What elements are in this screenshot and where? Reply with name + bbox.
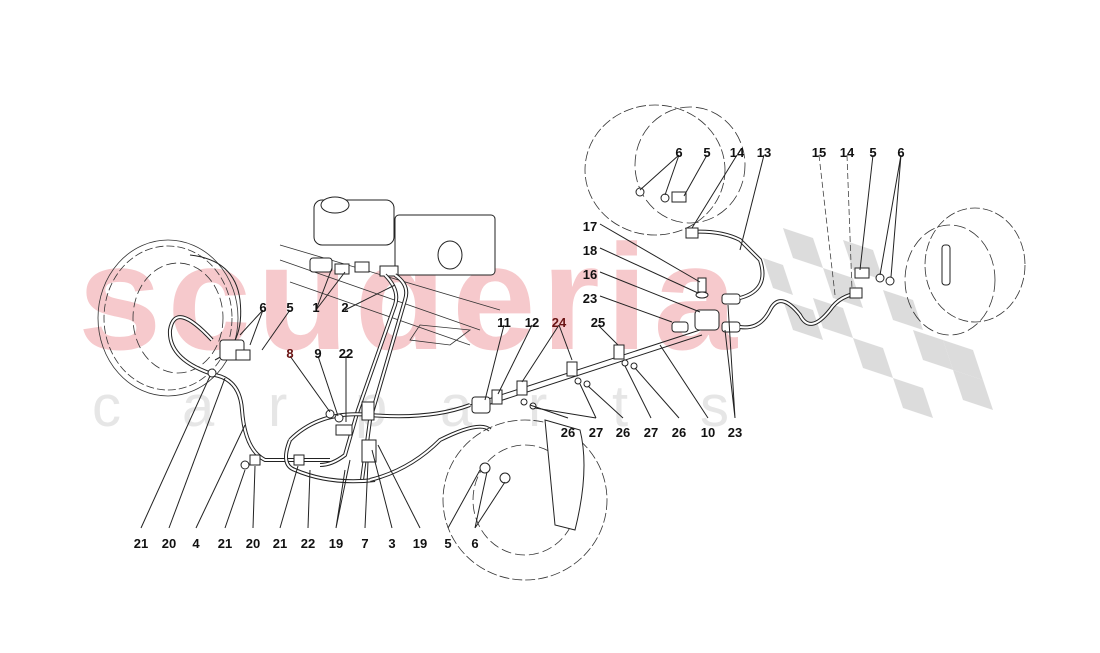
- part-callout-20[interactable]: 20: [161, 536, 177, 551]
- rear-brake-line: [369, 329, 703, 482]
- front-left-brake-disc: [97, 239, 245, 397]
- leader-lines: [140, 154, 902, 529]
- part-callout-22[interactable]: 22: [338, 346, 354, 361]
- part-callout-14[interactable]: 14: [729, 145, 745, 160]
- watermark-letter: t: [612, 374, 629, 439]
- part-callout-5[interactable]: 5: [444, 536, 452, 551]
- part-callout-7[interactable]: 7: [361, 536, 369, 551]
- part-callout-20[interactable]: 20: [245, 536, 261, 551]
- part-callout-19[interactable]: 19: [412, 536, 428, 551]
- watermark-letter: r: [268, 374, 288, 439]
- part-callout-6[interactable]: 6: [675, 145, 683, 160]
- part-callout-2[interactable]: 2: [341, 300, 349, 315]
- part-callout-8[interactable]: 8: [286, 346, 294, 361]
- part-callout-5[interactable]: 5: [869, 145, 877, 160]
- part-callout-23[interactable]: 23: [727, 425, 743, 440]
- part-callout-13[interactable]: 13: [756, 145, 772, 160]
- flag-squares: [763, 228, 993, 418]
- part-callout-6[interactable]: 6: [897, 145, 905, 160]
- part-callout-22[interactable]: 22: [300, 536, 316, 551]
- part-callout-3[interactable]: 3: [388, 536, 396, 551]
- part-callout-26[interactable]: 26: [671, 425, 687, 440]
- part-callout-24[interactable]: 24: [551, 315, 567, 330]
- part-callout-18[interactable]: 18: [582, 243, 598, 258]
- right-rear-brake-disc: [854, 207, 1026, 336]
- brake-distribution-block: [671, 277, 741, 333]
- watermark-letter: s: [700, 374, 729, 439]
- part-callout-15[interactable]: 15: [811, 145, 827, 160]
- part-callout-27[interactable]: 27: [643, 425, 659, 440]
- part-callout-11[interactable]: 11: [497, 315, 511, 330]
- part-callout-1[interactable]: 1: [312, 300, 320, 315]
- part-callout-5[interactable]: 5: [286, 300, 294, 315]
- part-callout-25[interactable]: 25: [590, 315, 606, 330]
- watermark-letter: r: [528, 374, 548, 439]
- part-callout-12[interactable]: 12: [524, 315, 540, 330]
- part-callout-21[interactable]: 21: [217, 536, 233, 551]
- part-callout-4[interactable]: 4: [192, 536, 200, 551]
- brake-lines-main: [284, 273, 471, 484]
- part-callout-17[interactable]: 17: [582, 219, 598, 234]
- part-callout-26[interactable]: 26: [615, 425, 631, 440]
- part-callout-14[interactable]: 14: [839, 145, 855, 160]
- rear-upper-brake-disc: [584, 104, 746, 236]
- part-callout-23[interactable]: 23: [582, 291, 598, 306]
- part-callout-19[interactable]: 19: [328, 536, 344, 551]
- part-callout-21[interactable]: 21: [133, 536, 149, 551]
- front-left-hose: [167, 315, 330, 470]
- part-callout-27[interactable]: 27: [588, 425, 604, 440]
- part-callout-5[interactable]: 5: [703, 145, 711, 160]
- watermark-letter: c: [92, 374, 121, 439]
- rear-left-brake-disc: [442, 419, 608, 581]
- part-callout-6[interactable]: 6: [471, 536, 479, 551]
- part-callout-21[interactable]: 21: [272, 536, 288, 551]
- part-callout-26[interactable]: 26: [560, 425, 576, 440]
- part-callout-6[interactable]: 6: [259, 300, 267, 315]
- part-callout-9[interactable]: 9: [314, 346, 322, 361]
- part-callout-10[interactable]: 10: [700, 425, 716, 440]
- part-callout-16[interactable]: 16: [582, 267, 598, 282]
